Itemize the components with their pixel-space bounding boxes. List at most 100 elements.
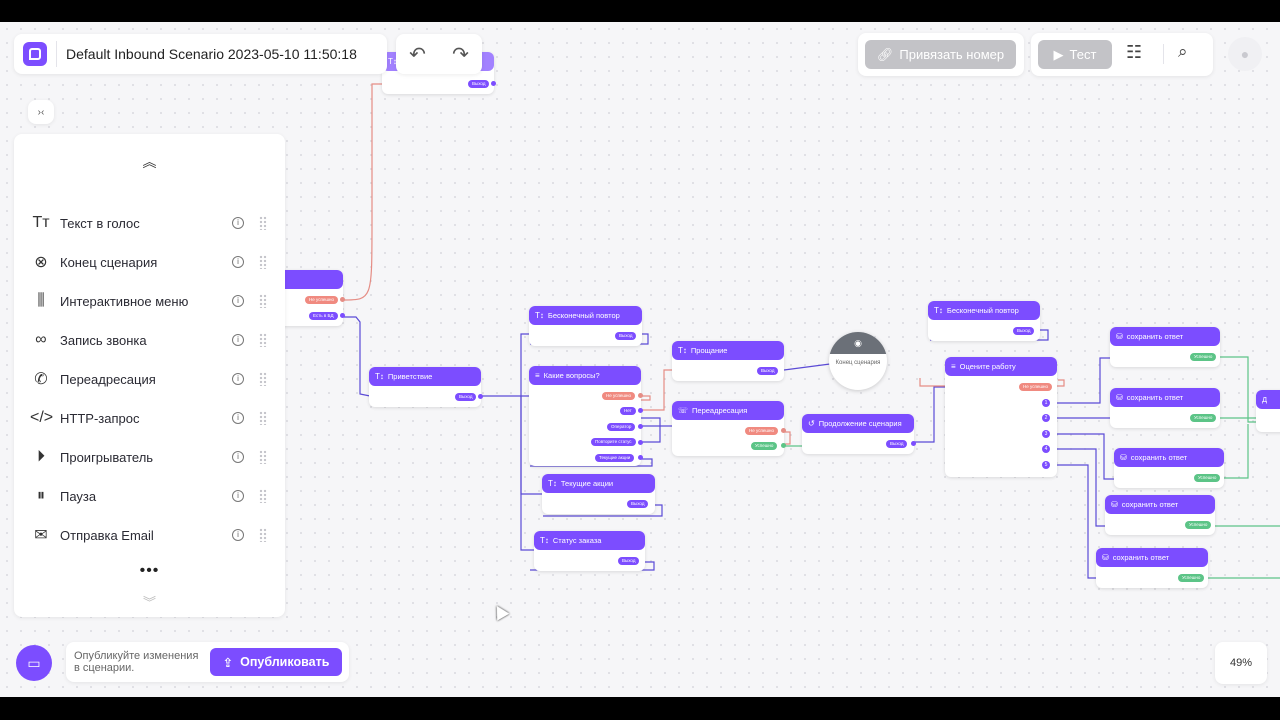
option-number[interactable]: 4 — [1042, 445, 1050, 453]
node-promo[interactable]: T↕Текущие акции Выход — [542, 474, 655, 514]
output-port[interactable] — [638, 455, 643, 460]
drag-handle-icon[interactable] — [259, 255, 267, 269]
panel-item-email[interactable]: ✉ Отправка Email i — [30, 523, 273, 547]
node-continue[interactable]: ↺Продолжение сценария Выход — [802, 414, 916, 454]
panel-item-player[interactable]: ⏵ Проигрыватель i — [30, 445, 273, 469]
node-left-cut[interactable]: Не успешно Есть в БД — [276, 270, 345, 326]
node-end-scenario[interactable]: ◉ Конец сценария — [829, 332, 887, 390]
panel-item-forward[interactable]: ✆ Переадресация i — [30, 367, 273, 391]
bind-number-label: Привязать номер — [899, 47, 1005, 62]
panel-item-menu[interactable]: ⫼ Интерактивное меню i — [30, 289, 273, 313]
text-to-speech-icon: T↕ — [678, 345, 687, 355]
connector — [1220, 356, 1258, 423]
output-port[interactable] — [340, 297, 345, 302]
chat-icon: ▭ — [27, 654, 41, 671]
node-save-1[interactable]: ⛁сохранить ответ Успешно — [1110, 327, 1220, 367]
chat-button[interactable]: ▭ — [16, 645, 52, 681]
forward-call-icon: ☏ — [678, 405, 689, 415]
bind-number-button[interactable]: 🔗︎ Привязать номер — [865, 40, 1016, 69]
node-output-pill: Выход — [468, 80, 490, 88]
node-rate[interactable]: ≡Оцените работу Не успешно 1 2 3 4 5 — [945, 357, 1057, 477]
link-icon: 🔗︎ — [876, 46, 894, 62]
node-bye[interactable]: T↕Прощание Выход — [672, 341, 784, 381]
redo-icon[interactable]: ↷ — [452, 43, 469, 66]
publish-card: Опубликуйте изменения в сценарии. ⇪ Опуб… — [66, 642, 349, 682]
output-port[interactable] — [911, 441, 916, 446]
output-port[interactable] — [638, 393, 643, 398]
drag-handle-icon[interactable] — [259, 528, 267, 542]
node-output-pill: Выход — [618, 557, 640, 565]
info-icon[interactable]: i — [232, 451, 244, 463]
search-icon[interactable]: ⌕ — [1178, 42, 1188, 61]
drag-handle-icon[interactable] — [259, 333, 267, 347]
app-logo-icon[interactable] — [23, 42, 47, 66]
panel-item-pause[interactable]: ⏸ Пауза i — [30, 484, 273, 508]
scroll-down-icon[interactable]: ︾ — [142, 595, 156, 610]
menu-icon: ⫼ — [37, 292, 45, 309]
drag-handle-icon[interactable] — [259, 372, 267, 386]
node-header: Д — [1256, 390, 1280, 409]
connector — [919, 378, 1065, 387]
info-icon[interactable]: i — [232, 373, 244, 385]
info-icon[interactable]: i — [232, 334, 244, 346]
node-save-5[interactable]: ⛁сохранить ответ Успешно — [1096, 548, 1208, 588]
zoom-indicator[interactable]: 49% — [1215, 642, 1267, 684]
output-port[interactable] — [478, 394, 483, 399]
node-order-status[interactable]: T↕Статус заказа Выход — [534, 531, 645, 571]
node-save-3[interactable]: ⛁сохранить ответ Успешно — [1114, 448, 1224, 488]
connector — [640, 369, 672, 411]
undo-icon[interactable]: ↶ — [409, 43, 426, 66]
node-greeting[interactable]: T↕Приветствие Выход — [369, 367, 483, 407]
publish-button[interactable]: ⇪ Опубликовать — [210, 648, 342, 676]
panel-item-record[interactable]: ∞ Запись звонка i — [30, 328, 273, 352]
node-loop-2[interactable]: T↕Бесконечный повтор Выход — [928, 301, 1040, 341]
collapse-panel-button[interactable]: ›‹ — [28, 100, 54, 124]
node-title: сохранить ответ — [1126, 393, 1184, 402]
info-icon[interactable]: i — [232, 412, 244, 424]
output-port[interactable] — [340, 313, 345, 318]
output-port[interactable] — [638, 408, 643, 413]
option-number[interactable]: 5 — [1042, 461, 1050, 469]
node-right-cut[interactable]: Д — [1256, 390, 1280, 432]
info-icon[interactable]: i — [232, 256, 244, 268]
node-loop-1[interactable]: T↕Бесконечный повтор Выход — [529, 306, 642, 346]
panel-item-end[interactable]: ⊗ Конец сценария i — [30, 250, 273, 274]
node-fail-pill: Не успешно — [1019, 383, 1052, 391]
option-number[interactable]: 2 — [1042, 414, 1050, 422]
panel-item-tts[interactable]: Tᴛ Текст в голос i — [30, 211, 273, 235]
info-icon[interactable]: i — [232, 217, 244, 229]
output-port[interactable] — [781, 443, 786, 448]
sliders-icon[interactable]: ☷ — [1126, 42, 1143, 62]
node-save-4[interactable]: ⛁сохранить ответ Успешно — [1105, 495, 1215, 535]
scroll-up-icon[interactable]: ︽ — [142, 154, 157, 170]
node-title: Прощание — [690, 346, 728, 355]
more-icon[interactable]: ••• — [139, 562, 160, 579]
node-header: ⛁сохранить ответ — [1096, 548, 1208, 567]
test-button[interactable]: ▶ Тест — [1038, 40, 1112, 69]
info-icon[interactable]: i — [232, 529, 244, 541]
option-number[interactable]: 1 — [1042, 399, 1050, 407]
info-icon[interactable]: i — [232, 490, 244, 502]
connector — [520, 333, 530, 396]
info-icon[interactable]: i — [232, 295, 244, 307]
drag-handle-icon[interactable] — [259, 411, 267, 425]
user-avatar-icon[interactable]: ● — [1228, 37, 1262, 71]
output-port[interactable] — [638, 424, 643, 429]
output-port[interactable] — [491, 81, 496, 86]
output-port[interactable] — [781, 428, 786, 433]
node-header: T↕Бесконечный повтор — [928, 301, 1040, 320]
panel-item-http[interactable]: </> HTTP-запрос i — [30, 406, 273, 430]
node-questions[interactable]: ≡Какие вопросы? Не успешно Нет Оператор … — [529, 366, 643, 466]
output-port[interactable] — [638, 440, 643, 445]
option-number[interactable]: 3 — [1042, 430, 1050, 438]
drag-handle-icon[interactable] — [259, 216, 267, 230]
drag-handle-icon[interactable] — [259, 450, 267, 464]
node-save-2[interactable]: ⛁сохранить ответ Успешно — [1110, 388, 1220, 428]
panel-item-label: Проигрыватель — [60, 449, 154, 465]
scenario-title[interactable]: Default Inbound Scenario 2023-05-10 11:5… — [66, 46, 357, 62]
node-forward[interactable]: ☏Переадресация Не успешно Успешно — [672, 401, 786, 456]
node-success-pill: Успешно — [1190, 353, 1217, 361]
drag-handle-icon[interactable] — [259, 489, 267, 503]
drag-handle-icon[interactable] — [259, 294, 267, 308]
node-success-pill: Успешно — [1194, 474, 1221, 482]
